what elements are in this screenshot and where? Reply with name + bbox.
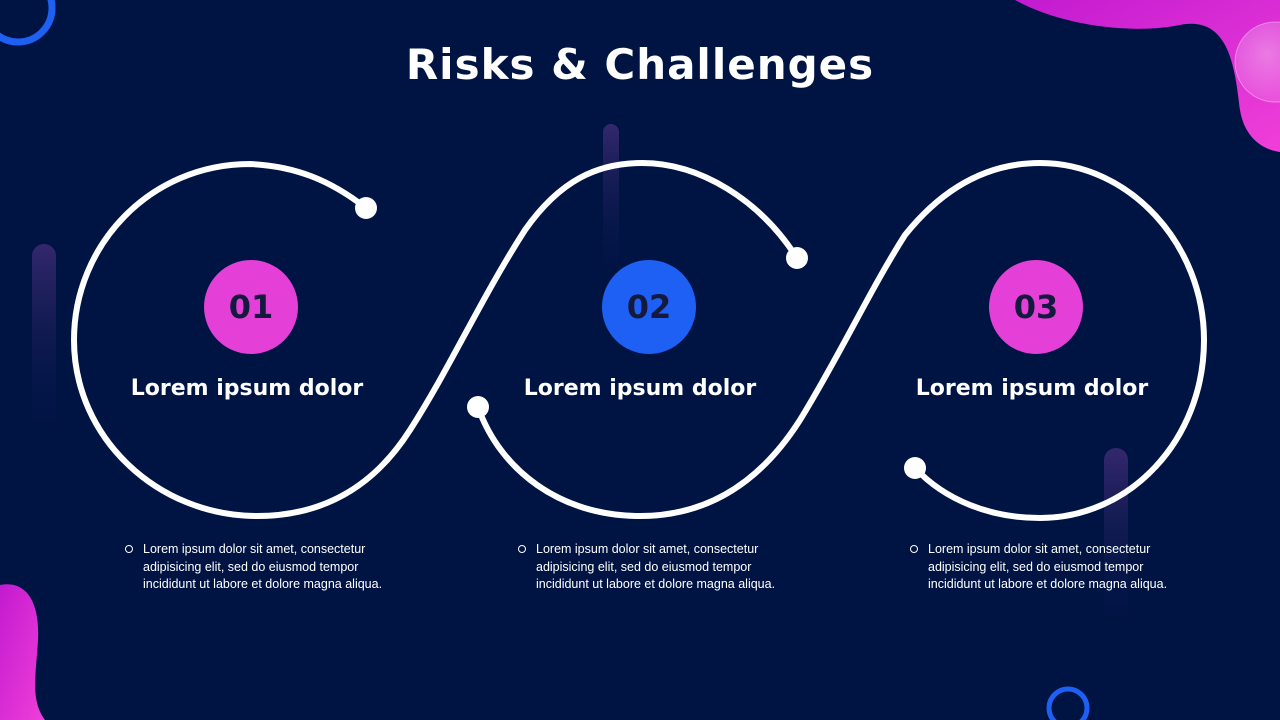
pink-blob-top-right [1015, 0, 1280, 152]
step-bullet-text-2: Lorem ipsum dolor sit amet, consectetur … [536, 542, 776, 591]
step-number-badge-1: 01 [204, 260, 298, 354]
wave-end-dot-3 [467, 396, 489, 418]
glass-bubble [1234, 21, 1280, 103]
step-bullet-text-3: Lorem ipsum dolor sit amet, consectetur … [928, 542, 1168, 591]
blue-ring-top-left [0, 0, 56, 46]
pink-blob-bottom-left [0, 584, 45, 720]
blue-ring-bottom [1046, 686, 1090, 720]
bullet-circle-icon [125, 545, 133, 553]
step-heading-1: Lorem ipsum dolor [130, 376, 364, 401]
wave-path-2 [475, 159, 1208, 522]
bullet-circle-icon [910, 545, 918, 553]
faded-bar-left [32, 244, 56, 444]
wave-end-dot-2 [786, 247, 808, 269]
bullet-circle-icon [518, 545, 526, 553]
step-bullet-3: Lorem ipsum dolor sit amet, consectetur … [910, 541, 1178, 594]
step-bullet-2: Lorem ipsum dolor sit amet, consectetur … [518, 541, 786, 594]
step-number-badge-3: 03 [989, 260, 1083, 354]
step-heading-3: Lorem ipsum dolor [915, 376, 1149, 401]
slide-title: Risks & Challenges [405, 40, 875, 89]
wave-end-dot-1 [355, 197, 377, 219]
step-number-badge-2: 02 [602, 260, 696, 354]
step-bullet-text-1: Lorem ipsum dolor sit amet, consectetur … [143, 542, 383, 591]
step-heading-2: Lorem ipsum dolor [523, 376, 757, 401]
wave-path [70, 159, 800, 520]
wave-end-dot-4 [904, 457, 926, 479]
step-bullet-1: Lorem ipsum dolor sit amet, consectetur … [125, 541, 393, 594]
